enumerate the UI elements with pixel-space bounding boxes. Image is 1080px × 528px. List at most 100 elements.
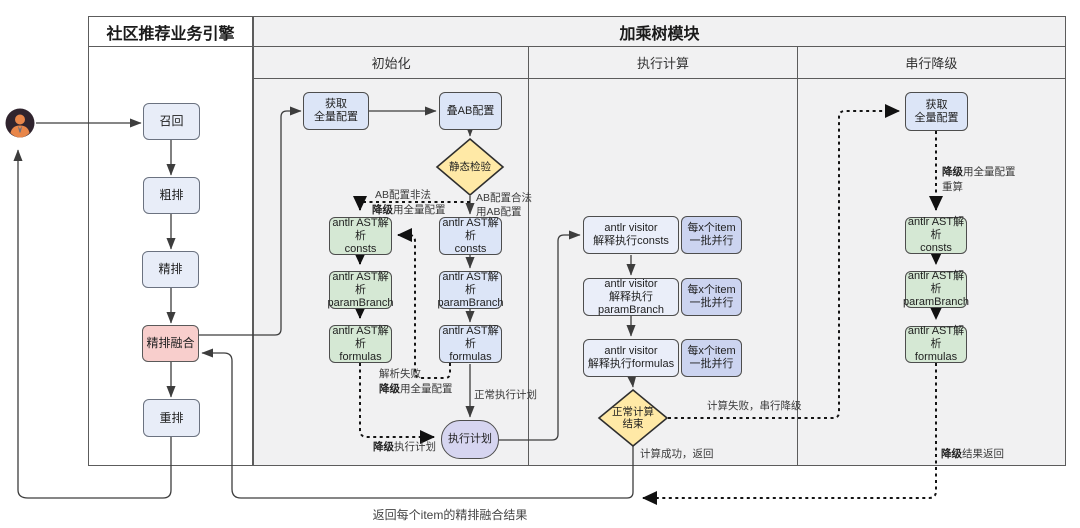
- node-rerank-label: 重排: [159, 410, 184, 425]
- edge-label-ab-valid: AB配置合法: [476, 192, 533, 204]
- node-overlay-ab-config: 叠AB配置: [439, 92, 502, 130]
- node-serial-fetch-config-l2: 全量配置: [914, 111, 959, 124]
- node-batch-parallel-1-l1: 每x个item: [687, 222, 736, 234]
- edge-label-calc-fail: 计算失败，串行降级: [707, 400, 802, 412]
- node-blue-ast-consts-l1: antlr AST解析: [442, 216, 499, 242]
- node-coarse-rank-label: 粗排: [159, 188, 184, 202]
- node-serial-ast-parambranch-l1: antlr AST解析: [907, 270, 965, 295]
- edge-label-degrade-plan: 降级执行计划: [373, 441, 436, 453]
- node-visitor-formulas: antlr visitor 解释执行formulas: [583, 339, 679, 377]
- node-blue-ast-parambranch-l1: antlr AST解析: [442, 270, 499, 296]
- node-rerank: 重排: [143, 399, 200, 437]
- node-coarse-rank: 粗排: [143, 177, 200, 214]
- node-visitor-parambranch-l2: 解释执行paramBranch: [597, 290, 665, 316]
- node-serial-ast-consts-l2: consts: [920, 242, 952, 254]
- edge-label-degrade-plan-b: 降级: [373, 441, 394, 453]
- column-init-title: 初始化: [254, 47, 529, 79]
- node-init-fetch-config-l2: 全量配置: [314, 111, 358, 123]
- edge-label-degrade-recalc-1-t: 用全量配置: [963, 166, 1016, 178]
- edge-label-degrade-return-t: 结果返回: [962, 448, 1004, 460]
- node-init-fetch-config: 获取 全量配置: [303, 92, 369, 130]
- node-visitor-formulas-l1: antlr visitor: [604, 345, 658, 357]
- node-fine-rank-fusion: 精排融合: [142, 325, 199, 362]
- node-recall-label: 召回: [159, 114, 184, 128]
- diamond-calc-finish-l1: 正常计算: [612, 406, 654, 418]
- lane-engine-title: 社区推荐业务引擎: [89, 17, 252, 47]
- node-blue-ast-formulas: antlr AST解析 formulas: [439, 325, 502, 363]
- node-serial-ast-consts: antlr AST解析 consts: [905, 216, 967, 254]
- node-fine-rank-label: 精排: [158, 262, 183, 276]
- node-green-ast-parambranch-l2: paramBranch: [327, 296, 394, 309]
- lane-tree-title: 加乘树模块: [254, 17, 1065, 47]
- node-fine-rank: 精排: [142, 251, 199, 288]
- node-green-ast-parambranch: antlr AST解析 paramBranch: [327, 270, 394, 309]
- node-init-fetch-config-l1: 获取: [325, 98, 347, 110]
- edge-label-ab-invalid: AB配置非法: [375, 189, 432, 201]
- node-visitor-formulas-l2: 解释执行formulas: [587, 358, 675, 370]
- edge-label-degrade-recalc-1: 降级用全量配置: [942, 166, 1016, 178]
- edge-label-degrade-return-b: 降级: [941, 448, 962, 460]
- node-visitor-parambranch: antlr visitor 解释执行paramBranch: [583, 278, 679, 316]
- node-serial-ast-formulas-l1: antlr AST解析: [907, 325, 965, 350]
- node-visitor-parambranch-l1: antlr visitor: [604, 277, 658, 290]
- node-blue-ast-formulas-l2: formulas: [449, 350, 492, 363]
- node-batch-parallel-3-l1: 每x个item: [687, 345, 736, 357]
- node-blue-ast-consts: antlr AST解析 consts: [439, 217, 502, 255]
- edge-label-parse-fail: 解析失败: [379, 368, 421, 380]
- node-blue-ast-consts-l2: consts: [454, 242, 487, 255]
- node-visitor-consts-l1: antlr visitor: [604, 222, 658, 234]
- node-serial-ast-formulas: antlr AST解析 formulas: [905, 325, 967, 363]
- node-serial-fetch-config-l1: 获取: [925, 98, 948, 111]
- node-blue-ast-parambranch: antlr AST解析 paramBranch: [437, 270, 504, 309]
- node-visitor-consts: antlr visitor 解释执行consts: [583, 216, 679, 254]
- node-green-ast-consts-l1: antlr AST解析: [332, 216, 389, 242]
- edge-label-degrade-full-config-2-t: 用全量配置: [400, 383, 453, 395]
- edge-label-degrade-full-config-1: 降级用全量配置: [372, 204, 446, 216]
- edge-label-degrade-full-config-2: 降级用全量配置: [379, 383, 453, 395]
- node-serial-ast-parambranch: antlr AST解析 paramBranch: [903, 270, 969, 308]
- node-recall: 召回: [143, 103, 200, 140]
- bottom-return-label: 返回每个item的精排融合结果: [372, 508, 528, 522]
- node-serial-ast-formulas-l2: formulas: [914, 351, 958, 363]
- node-green-ast-parambranch-l1: antlr AST解析: [332, 270, 389, 296]
- node-blue-ast-formulas-l1: antlr AST解析: [442, 324, 499, 350]
- node-batch-parallel-1: 每x个item 一批并行: [681, 216, 742, 254]
- node-batch-parallel-3-l2: 一批并行: [689, 358, 734, 370]
- node-blue-ast-parambranch-l2: paramBranch: [437, 296, 504, 309]
- node-batch-parallel-2-l1: 每x个item: [687, 284, 736, 296]
- node-batch-parallel-3: 每x个item 一批并行: [681, 339, 742, 377]
- node-serial-fetch-config: 获取 全量配置: [905, 92, 968, 131]
- node-execution-plan-label: 执行计划: [448, 433, 492, 445]
- edge-label-degrade-recalc-1-b: 降级: [942, 166, 963, 178]
- edge-label-degrade-full-config-1-t: 用全量配置: [393, 204, 446, 216]
- diamond-calc-finish-l2: 结束: [622, 418, 644, 430]
- node-green-ast-formulas-l1: antlr AST解析: [332, 324, 389, 350]
- diamond-calc-finish-text: 正常计算 结束: [599, 396, 667, 440]
- column-serial-title: 串行降级: [797, 47, 1066, 79]
- node-green-ast-consts: antlr AST解析 consts: [329, 217, 392, 255]
- node-overlay-ab-config-label: 叠AB配置: [446, 104, 495, 117]
- user-avatar-icon: [5, 108, 35, 138]
- diamond-static-check-text: 静态检验: [449, 161, 491, 173]
- node-batch-parallel-2-l2: 一批并行: [689, 297, 734, 309]
- node-green-ast-consts-l2: consts: [344, 242, 377, 255]
- edge-label-degrade-full-config-2-b: 降级: [379, 383, 400, 395]
- node-fine-rank-fusion-label: 精排融合: [146, 336, 195, 350]
- column-exec-title: 执行计算: [529, 47, 797, 79]
- edge-label-calc-ok: 计算成功，返回: [640, 448, 714, 460]
- edge-label-degrade-recalc-2: 重算: [942, 181, 963, 193]
- node-green-ast-formulas: antlr AST解析 formulas: [329, 325, 392, 363]
- edge-label-normal-plan: 正常执行计划: [474, 389, 537, 401]
- edge-label-degrade-plan-t: 执行计划: [394, 441, 436, 453]
- edge-label-degrade-full-config-1-b: 降级: [372, 204, 393, 216]
- node-execution-plan: 执行计划: [441, 420, 499, 459]
- node-serial-ast-consts-l1: antlr AST解析: [907, 216, 965, 241]
- edge-label-use-ab-config: 用AB配置: [476, 206, 522, 218]
- node-visitor-consts-l2: 解释执行consts: [593, 235, 669, 247]
- edge-label-degrade-return: 降级结果返回: [941, 448, 1004, 460]
- column-init: 初始化: [254, 47, 529, 465]
- node-green-ast-formulas-l2: formulas: [339, 350, 382, 363]
- node-batch-parallel-2: 每x个item 一批并行: [681, 278, 742, 316]
- node-batch-parallel-1-l2: 一批并行: [689, 235, 734, 247]
